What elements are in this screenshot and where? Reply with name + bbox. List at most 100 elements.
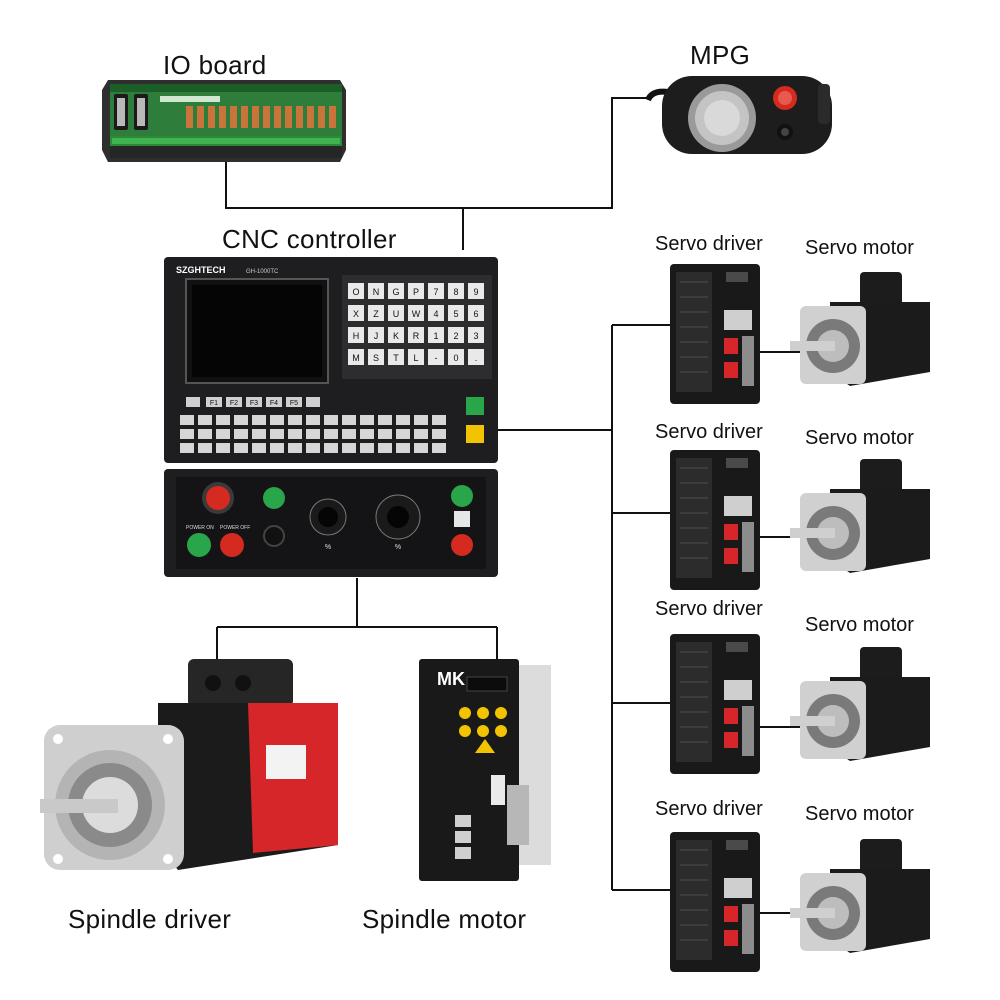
operation-key[interactable] — [378, 429, 392, 439]
keypad-key[interactable] — [448, 283, 464, 299]
operation-key[interactable] — [252, 443, 266, 453]
operation-key[interactable] — [396, 415, 410, 425]
operation-key[interactable] — [360, 443, 374, 453]
keypad-key[interactable] — [428, 349, 444, 365]
operation-key[interactable] — [342, 429, 356, 439]
operation-key[interactable] — [234, 443, 248, 453]
operation-key[interactable] — [234, 429, 248, 439]
keypad-key[interactable] — [468, 283, 484, 299]
keypad-key[interactable] — [448, 305, 464, 321]
operation-key[interactable] — [288, 443, 302, 453]
keypad-key[interactable] — [388, 283, 404, 299]
power-on-button[interactable] — [187, 533, 211, 557]
operation-key[interactable] — [396, 429, 410, 439]
keypad-key[interactable] — [408, 349, 424, 365]
keypad-key[interactable] — [408, 327, 424, 343]
spindle-override-unit: % — [325, 544, 331, 551]
operation-key[interactable] — [198, 415, 212, 425]
cnc-brand-text: SZGHTECH — [176, 265, 226, 275]
keypad-key[interactable] — [388, 305, 404, 321]
f1-key[interactable]: F1 — [210, 400, 218, 407]
keypad-key[interactable] — [408, 283, 424, 299]
operation-key[interactable] — [198, 429, 212, 439]
keypad-key[interactable] — [448, 327, 464, 343]
cnc-operation-keys — [180, 415, 446, 453]
operation-key[interactable] — [414, 443, 428, 453]
servo-driver-image-2 — [670, 450, 760, 590]
keypad-key[interactable] — [428, 305, 444, 321]
keypad-key-label: Z — [373, 309, 379, 319]
operation-key[interactable] — [432, 429, 446, 439]
operation-key[interactable] — [360, 415, 374, 425]
operation-key[interactable] — [378, 443, 392, 453]
keypad-key-label: 0 — [453, 353, 458, 363]
keypad-key[interactable] — [428, 327, 444, 343]
operation-key[interactable] — [360, 429, 374, 439]
keypad-key[interactable] — [468, 327, 484, 343]
f5-key[interactable]: F5 — [290, 400, 298, 407]
keypad-key[interactable] — [468, 349, 484, 365]
f2-key[interactable]: F2 — [230, 400, 238, 407]
keypad-key[interactable] — [368, 305, 384, 321]
servo-driver-label-2: Servo driver — [655, 421, 763, 443]
operation-key[interactable] — [288, 415, 302, 425]
keypad-key[interactable] — [368, 283, 384, 299]
servo-motor-label-3: Servo motor — [805, 614, 914, 636]
keypad-key[interactable] — [448, 349, 464, 365]
io-mpg-wire — [225, 97, 648, 209]
operation-key[interactable] — [306, 429, 320, 439]
operation-key[interactable] — [414, 429, 428, 439]
operation-key[interactable] — [324, 443, 338, 453]
keypad-key[interactable] — [468, 305, 484, 321]
operation-key[interactable] — [432, 415, 446, 425]
keypad-key[interactable] — [368, 349, 384, 365]
cycle-start-button[interactable] — [263, 487, 285, 509]
keypad-key[interactable] — [348, 283, 364, 299]
operation-key[interactable] — [216, 429, 230, 439]
operation-key[interactable] — [342, 443, 356, 453]
operation-key[interactable] — [288, 429, 302, 439]
operation-key[interactable] — [216, 415, 230, 425]
operation-key[interactable] — [414, 415, 428, 425]
keypad-key-label: N — [373, 287, 380, 297]
operation-key[interactable] — [270, 429, 284, 439]
operation-key[interactable] — [342, 415, 356, 425]
feed-hold-button[interactable] — [451, 534, 473, 556]
operation-key[interactable] — [378, 415, 392, 425]
operation-key[interactable] — [270, 443, 284, 453]
f3-key[interactable]: F3 — [250, 400, 258, 407]
keypad-key[interactable] — [348, 305, 364, 321]
operation-key[interactable] — [396, 443, 410, 453]
operation-key[interactable] — [216, 443, 230, 453]
keypad-key[interactable] — [348, 327, 364, 343]
keypad-key[interactable] — [348, 349, 364, 365]
operation-key[interactable] — [180, 429, 194, 439]
operation-key[interactable] — [180, 443, 194, 453]
operation-key[interactable] — [180, 415, 194, 425]
keypad-key[interactable] — [408, 305, 424, 321]
operation-key[interactable] — [252, 429, 266, 439]
operation-key[interactable] — [198, 443, 212, 453]
operation-key[interactable] — [324, 429, 338, 439]
keypad-key[interactable] — [428, 283, 444, 299]
operation-key[interactable] — [270, 415, 284, 425]
keypad-key[interactable] — [388, 349, 404, 365]
servo-driver-image-1 — [670, 264, 760, 404]
operation-key[interactable] — [432, 443, 446, 453]
spindle-motor-label: Spindle motor — [362, 904, 527, 934]
feed-start-button[interactable] — [451, 485, 473, 507]
operation-key[interactable] — [306, 443, 320, 453]
power-off-button[interactable] — [220, 533, 244, 557]
keypad-key-label: W — [412, 309, 421, 319]
keypad-key[interactable] — [388, 327, 404, 343]
mode-switch[interactable] — [263, 525, 285, 547]
operation-key[interactable] — [306, 415, 320, 425]
keypad-key-label: 3 — [473, 331, 478, 341]
f4-key[interactable]: F4 — [270, 400, 278, 407]
operation-key[interactable] — [324, 415, 338, 425]
operation-key[interactable] — [252, 415, 266, 425]
keypad-key-label: 4 — [433, 309, 438, 319]
operation-key[interactable] — [234, 415, 248, 425]
keypad-key[interactable] — [368, 327, 384, 343]
